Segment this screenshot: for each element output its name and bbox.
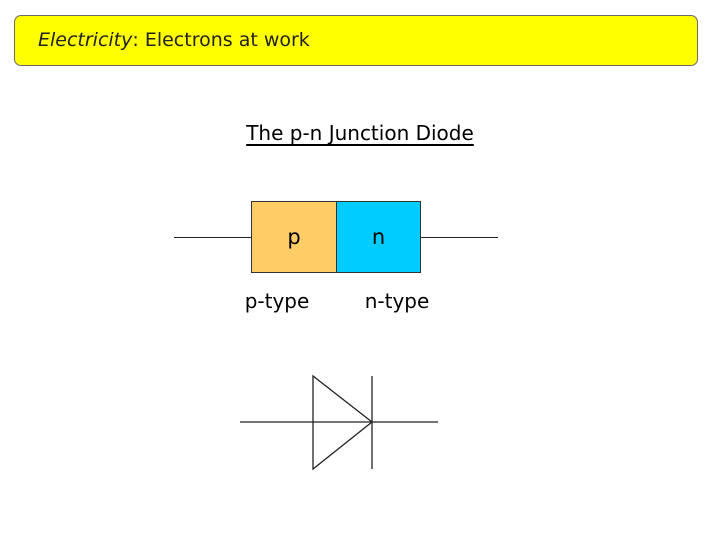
diagram-title-text: The p-n Junction Diode — [246, 121, 474, 145]
p-region-letter: p — [287, 225, 301, 249]
left-lead-wire — [174, 237, 251, 238]
header-title: Electricity: Electrons at work — [38, 29, 310, 51]
diagram-title: The p-n Junction Diode — [0, 121, 720, 145]
header-title-rest: : Electrons at work — [132, 29, 310, 51]
header-banner: Electricity: Electrons at work — [14, 15, 698, 66]
p-type-label: p-type — [244, 289, 310, 313]
diode-anode-triangle — [312, 374, 374, 471]
n-region-box: n — [336, 201, 421, 273]
n-region-letter: n — [371, 225, 386, 249]
p-region-box: p — [251, 201, 337, 273]
n-type-label: n-type — [364, 289, 430, 313]
right-lead-wire — [421, 237, 498, 238]
header-title-italic: Electricity — [38, 29, 133, 51]
